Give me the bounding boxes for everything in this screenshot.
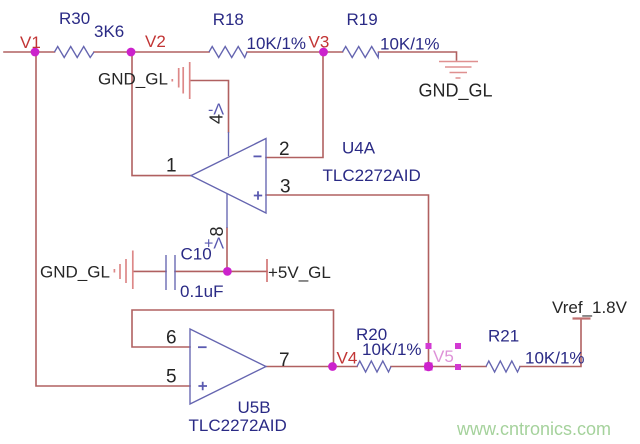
svg-text:U4A: U4A bbox=[342, 139, 376, 158]
svg-text:GND_GL: GND_GL bbox=[98, 70, 168, 89]
svg-text:10K/1%: 10K/1% bbox=[525, 349, 585, 368]
svg-text:V1: V1 bbox=[20, 33, 41, 52]
svg-text:R30: R30 bbox=[59, 9, 90, 28]
svg-text:V3: V3 bbox=[309, 33, 330, 52]
svg-text:www.cntronics.com: www.cntronics.com bbox=[456, 419, 611, 439]
svg-text:R20: R20 bbox=[356, 325, 387, 344]
svg-text:10K/1%: 10K/1% bbox=[380, 35, 440, 54]
svg-text:C10: C10 bbox=[181, 245, 212, 264]
svg-text:8: 8 bbox=[207, 226, 227, 236]
svg-text:GND_GL: GND_GL bbox=[40, 263, 110, 282]
svg-text:0.1uF: 0.1uF bbox=[180, 282, 223, 301]
svg-text:V4: V4 bbox=[337, 349, 358, 368]
svg-text:7: 7 bbox=[279, 350, 290, 371]
svg-text:TLC2272AID: TLC2272AID bbox=[323, 166, 421, 185]
svg-text:U5B: U5B bbox=[238, 398, 271, 417]
svg-text:GND_GL: GND_GL bbox=[419, 81, 493, 102]
svg-text:10K/1%: 10K/1% bbox=[247, 34, 307, 53]
svg-text:+5V_GL: +5V_GL bbox=[268, 263, 331, 282]
svg-text:-Λ: -Λ bbox=[208, 102, 224, 119]
svg-text:4: 4 bbox=[207, 114, 227, 124]
svg-text:R21: R21 bbox=[488, 327, 519, 346]
svg-text:3: 3 bbox=[280, 176, 291, 197]
svg-text:R18: R18 bbox=[213, 10, 244, 29]
svg-text:1: 1 bbox=[166, 155, 177, 176]
svg-text:R19: R19 bbox=[347, 10, 378, 29]
svg-text:TLC2272AID: TLC2272AID bbox=[189, 416, 287, 435]
svg-text:10K/1%: 10K/1% bbox=[362, 340, 422, 359]
svg-text:3K6: 3K6 bbox=[94, 22, 124, 41]
svg-text:6: 6 bbox=[166, 328, 177, 349]
svg-text:5: 5 bbox=[166, 366, 177, 387]
svg-text:V5: V5 bbox=[433, 347, 454, 366]
svg-text:+Λ: +Λ bbox=[204, 236, 224, 253]
svg-text:Vref_1.8V: Vref_1.8V bbox=[552, 298, 628, 317]
svg-text:V2: V2 bbox=[145, 32, 166, 51]
svg-text:2: 2 bbox=[279, 139, 290, 160]
